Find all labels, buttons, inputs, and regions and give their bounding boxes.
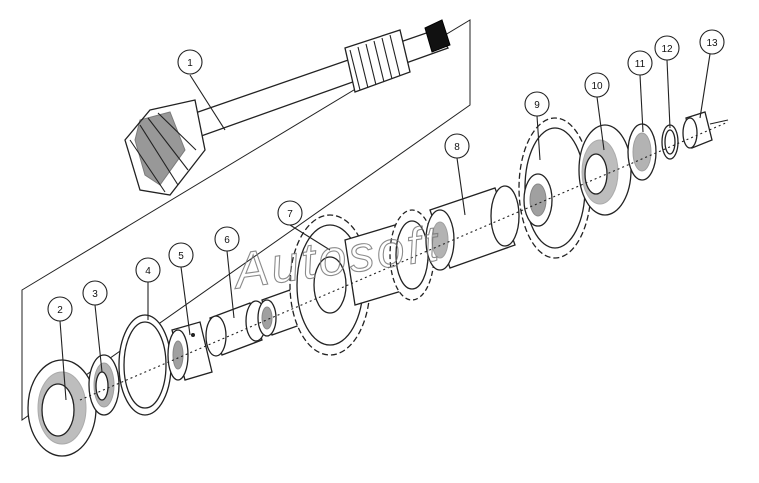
svg-text:5: 5 bbox=[178, 251, 184, 262]
bearing-2 bbox=[27, 359, 97, 457]
svg-text:12: 12 bbox=[661, 44, 673, 55]
callout-10: 10 bbox=[584, 72, 610, 98]
svg-text:1: 1 bbox=[187, 58, 193, 69]
svg-text:11: 11 bbox=[635, 59, 646, 70]
svg-text:9: 9 bbox=[534, 100, 540, 111]
gear-cluster-7 bbox=[289, 209, 435, 356]
callout-2: 2 bbox=[47, 296, 73, 322]
bushing bbox=[257, 289, 301, 337]
seal-ring-3 bbox=[88, 354, 120, 416]
hub-8 bbox=[425, 185, 520, 271]
seal-11 bbox=[627, 123, 657, 181]
spacer-5 bbox=[167, 321, 213, 381]
background-panel bbox=[21, 19, 471, 421]
svg-text:4: 4 bbox=[145, 266, 151, 277]
svg-text:7: 7 bbox=[287, 209, 293, 220]
svg-text:6: 6 bbox=[224, 235, 230, 246]
svg-text:2: 2 bbox=[57, 305, 63, 316]
callout-13: 13 bbox=[699, 29, 725, 55]
callout-5: 5 bbox=[168, 242, 194, 268]
nut-13 bbox=[682, 111, 729, 149]
callout-3: 3 bbox=[82, 280, 108, 306]
svg-text:3: 3 bbox=[92, 289, 98, 300]
sleeve-6 bbox=[205, 300, 267, 357]
svg-text:13: 13 bbox=[706, 38, 718, 49]
drive-shaft bbox=[124, 19, 451, 196]
callout-6: 6 bbox=[214, 226, 240, 252]
callout-8: 8 bbox=[444, 133, 470, 159]
callout-7: 7 bbox=[277, 200, 303, 226]
snap-ring-12 bbox=[661, 124, 679, 160]
svg-text:10: 10 bbox=[591, 81, 603, 92]
leader-lines bbox=[59, 53, 711, 401]
washer-4 bbox=[118, 314, 172, 416]
gear-9 bbox=[518, 117, 592, 259]
callout-11: 11 bbox=[627, 50, 653, 76]
svg-text:8: 8 bbox=[454, 142, 460, 153]
callout-9: 9 bbox=[524, 91, 550, 117]
bearing-10 bbox=[578, 124, 632, 216]
callout-4: 4 bbox=[135, 257, 161, 283]
callout-1: 1 bbox=[177, 49, 203, 75]
callout-12: 12 bbox=[654, 35, 680, 61]
